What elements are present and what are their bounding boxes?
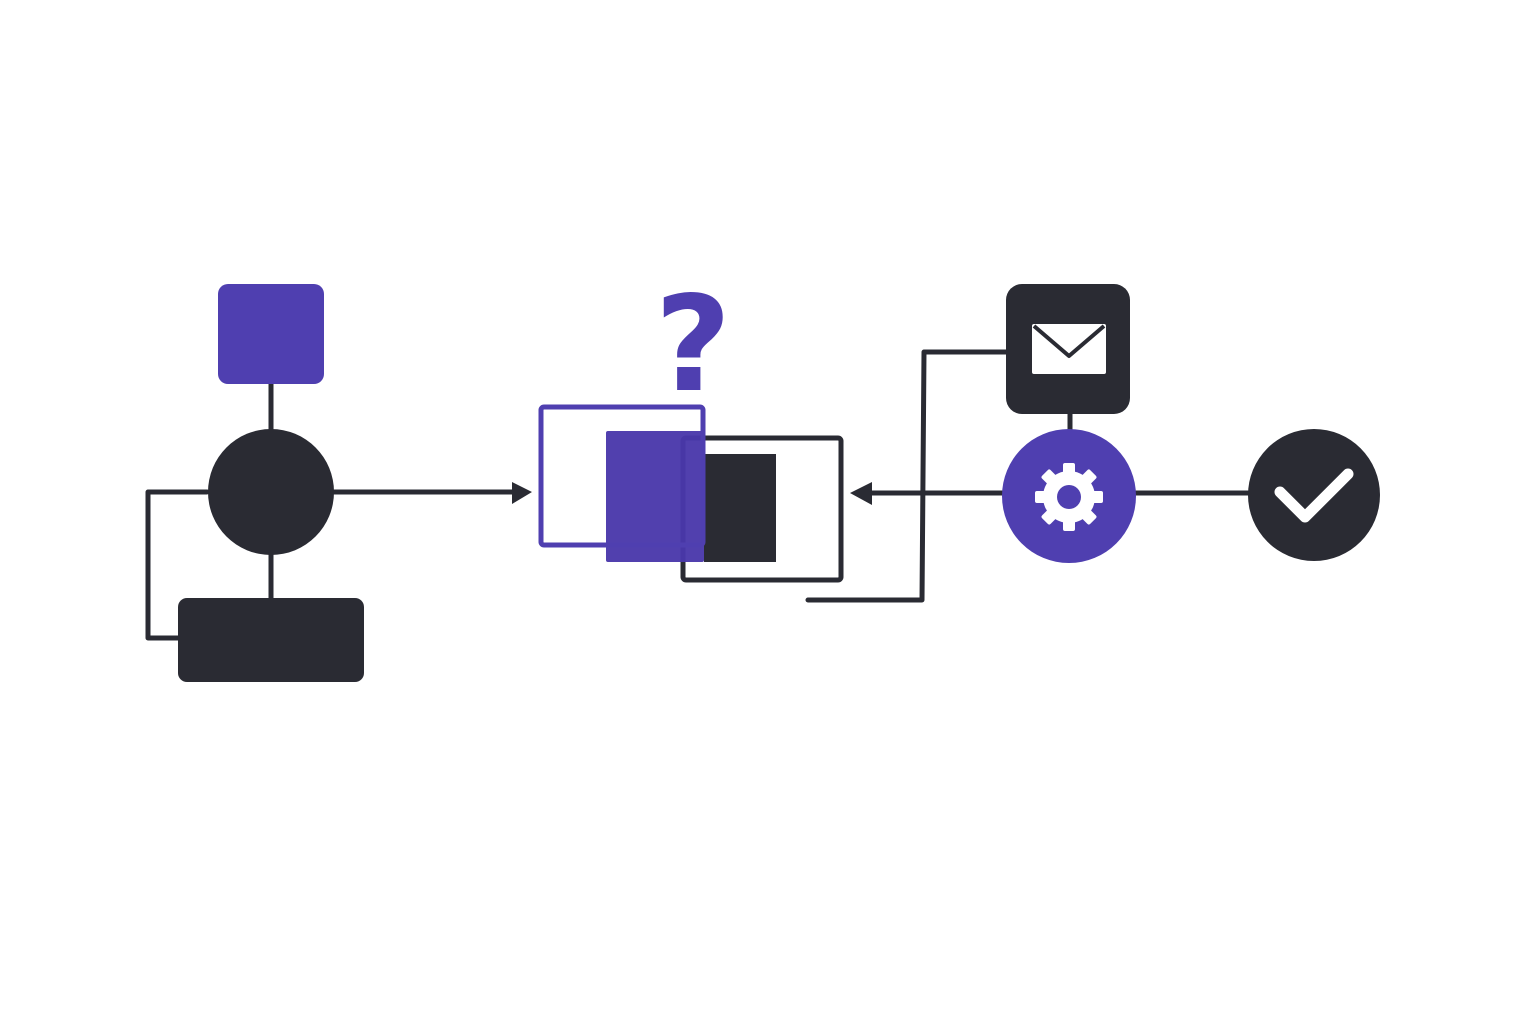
gear-icon — [1035, 463, 1103, 531]
arrow-head-right-icon — [512, 482, 532, 504]
loop-connector-left — [145, 489, 210, 641]
question-mark-icon: ? — [655, 268, 732, 422]
dark-rect-node — [178, 598, 364, 682]
dark-filled-panel — [704, 454, 776, 562]
hub-circle-node — [208, 429, 334, 555]
purple-square-node — [218, 284, 324, 384]
purple-outline-frame — [538, 404, 706, 548]
envelope-icon — [1032, 324, 1106, 374]
purple-filled-panel — [606, 431, 704, 562]
check-icon — [1274, 468, 1354, 523]
arrow-head-left-icon — [850, 482, 872, 505]
check-node — [1248, 429, 1380, 561]
loop-connector-right — [805, 349, 1009, 603]
